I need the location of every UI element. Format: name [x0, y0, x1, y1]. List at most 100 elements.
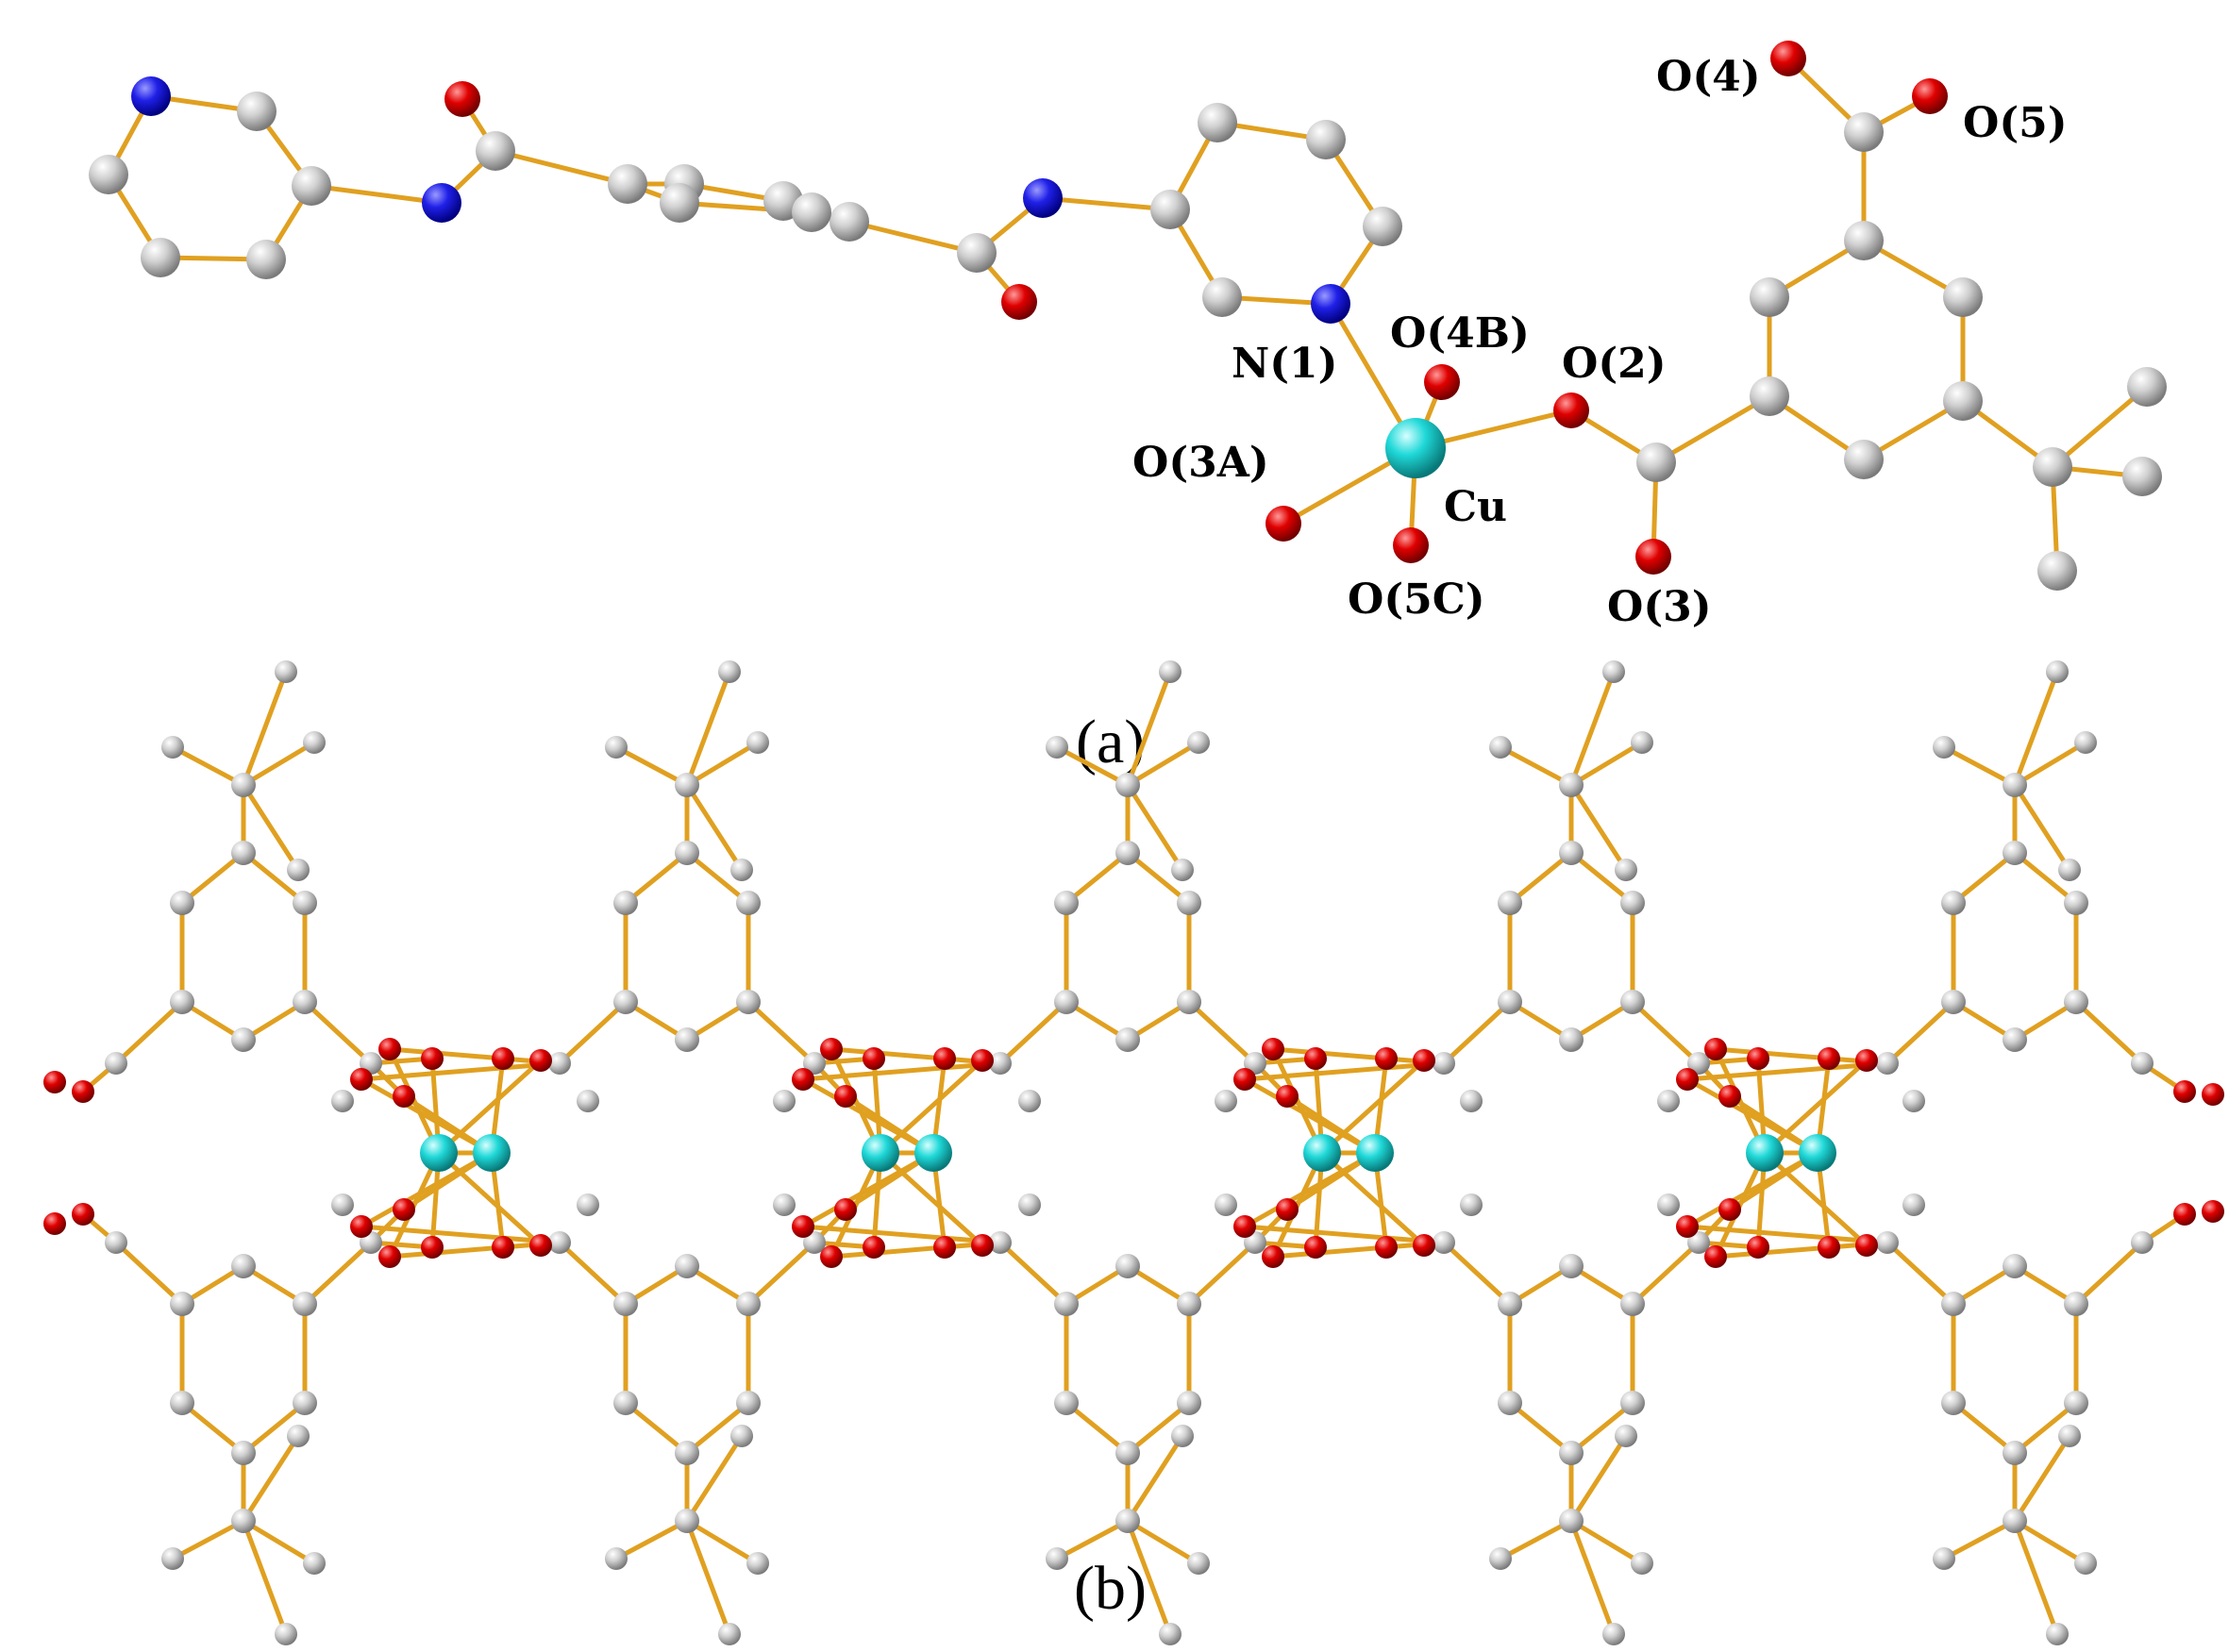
carbon-atom [1559, 773, 1584, 797]
oxygen-atom [421, 1236, 444, 1259]
oxygen-atom [529, 1049, 552, 1072]
oxygen-atom [444, 81, 480, 117]
carbon-atom [1615, 859, 1637, 881]
carbon-atom [1159, 1623, 1182, 1645]
oxygen-atom [1375, 1047, 1398, 1070]
oxygen-atom [421, 1047, 444, 1070]
oxygen-atom [792, 1215, 814, 1238]
bond [302, 999, 374, 1066]
bond [241, 1518, 289, 1637]
carbon-atom [1943, 381, 1983, 421]
carbon-atom [736, 990, 761, 1014]
copper-atom [862, 1134, 899, 1172]
carbon-atom [1941, 990, 1966, 1014]
oxygen-atom [820, 1038, 843, 1060]
bond [1498, 744, 1574, 788]
label-o4b: O(4B) [1390, 309, 1530, 358]
bond [359, 1224, 562, 1245]
carbon-atom [1460, 1193, 1483, 1216]
bond [1951, 1400, 2018, 1456]
carbon-atom [675, 841, 699, 865]
bond [2012, 1400, 2079, 1456]
carbon-atom [2131, 1231, 2154, 1254]
bond [1885, 999, 1956, 1066]
oxygen-atom [820, 1245, 843, 1268]
carbon-atom [736, 1292, 761, 1316]
bond [2012, 1518, 2088, 1566]
bond [2050, 384, 2150, 470]
oxygen-atom [1704, 1038, 1727, 1060]
bond [1653, 393, 1772, 465]
carbon-atom [1177, 1391, 1201, 1415]
bond [623, 850, 690, 906]
nitrogen-atom [1023, 178, 1063, 218]
carbon-atom [1844, 112, 1884, 152]
bond [1951, 850, 2018, 906]
bond [241, 850, 308, 906]
bond [113, 999, 185, 1066]
carbon-atom [1202, 277, 1242, 317]
carbon-atom [1876, 1052, 1899, 1075]
carbon-atom [548, 1052, 571, 1075]
carbon-atom [2003, 1509, 2027, 1533]
carbon-atom [1620, 891, 1645, 915]
nitrogen-atom [131, 76, 171, 116]
bond [684, 1400, 751, 1456]
bond [113, 1240, 185, 1307]
bond [1568, 740, 1645, 788]
oxygen-atom [1818, 1047, 1840, 1070]
carbon-atom [1244, 1231, 1266, 1254]
oxygen-atom [529, 1234, 552, 1257]
copper-atom [473, 1134, 511, 1172]
carbon-atom [1498, 891, 1522, 915]
carbon-atom [303, 1552, 326, 1575]
oxygen-atom [1262, 1038, 1284, 1060]
carbon-atom [613, 1391, 638, 1415]
bond [359, 1060, 562, 1082]
carbon-atom [1902, 1090, 1925, 1112]
oxygen-atom [1553, 392, 1589, 428]
carbon-atom [2127, 367, 2167, 407]
bond [1568, 669, 1617, 788]
carbon-atom [1018, 1090, 1041, 1112]
bond [800, 1060, 1003, 1082]
carbon-atom [1636, 442, 1676, 482]
carbon-atom [1115, 1027, 1140, 1052]
oxygen-atom [2173, 1080, 2196, 1103]
oxygen-atom [933, 1236, 956, 1259]
carbon-atom [1306, 120, 1346, 159]
bond [746, 1240, 817, 1307]
oxygen-atom [2173, 1203, 2196, 1226]
carbon-atom [170, 1292, 194, 1316]
oxygen-atom [1413, 1234, 1435, 1257]
oxygen-atom [43, 1212, 66, 1235]
carbon-atom [773, 1090, 796, 1112]
bond [2012, 1433, 2072, 1524]
bond [2012, 1518, 2060, 1637]
oxygen-atom [1424, 364, 1460, 400]
carbon-atom [1620, 1391, 1645, 1415]
carbon-atom [1433, 1052, 1455, 1075]
carbon-atom [2074, 1552, 2097, 1575]
bond [1441, 1240, 1513, 1307]
carbon-atom [675, 1027, 699, 1052]
nitrogen-atom [1311, 284, 1350, 324]
oxygen-atom [834, 1085, 857, 1108]
carbon-atom [303, 731, 326, 754]
oxygen-atom [393, 1085, 415, 1108]
carbon-atom [660, 183, 699, 223]
bond [170, 1518, 246, 1561]
carbon-atom [1602, 660, 1625, 683]
carbon-atom [231, 1254, 256, 1278]
carbon-atom [1631, 731, 1653, 754]
carbon-atom [1433, 1231, 1455, 1254]
carbon-atom [2074, 731, 2097, 754]
carbon-atom [1941, 1391, 1966, 1415]
copper-atom [1303, 1134, 1341, 1172]
bond [1125, 1518, 1201, 1566]
bond [1125, 782, 1185, 873]
label-o4: O(4) [1656, 53, 1761, 101]
carbon-atom [170, 990, 194, 1014]
carbon-atom [1115, 773, 1140, 797]
carbon-atom [231, 773, 256, 797]
